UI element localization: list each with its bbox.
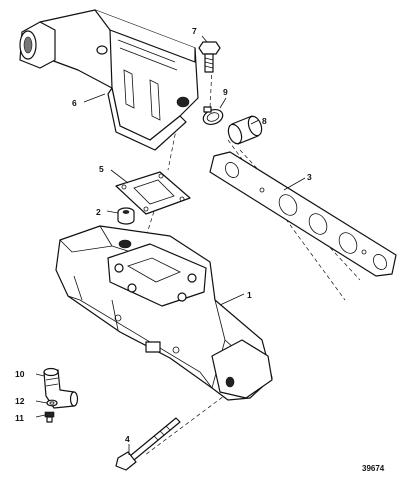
callout-1: 1 [247, 290, 252, 300]
elbow-riser-part [19, 9, 199, 151]
hose-clamp-part [202, 106, 224, 126]
small-screw-part [44, 411, 55, 423]
callout-10: 10 [15, 369, 25, 379]
callout-11: 11 [15, 413, 24, 423]
figure-number: 39674 [362, 464, 385, 473]
callout-6: 6 [72, 98, 77, 108]
washer-part [46, 399, 58, 407]
callout-4: 4 [125, 434, 130, 444]
leader-lines [35, 35, 306, 455]
callout-labels: 1 2 3 4 5 6 7 8 9 10 11 12 [15, 26, 312, 444]
callout-5: 5 [99, 164, 104, 174]
manifold-gasket-part [209, 151, 397, 277]
callout-9: 9 [223, 87, 228, 97]
elbow-bolt-part [198, 41, 221, 73]
elbow-fitting-part [43, 367, 79, 409]
callout-8: 8 [262, 116, 267, 126]
manifold-bolt-part [115, 417, 181, 471]
hose-sleeve-part [227, 115, 263, 145]
callout-7: 7 [192, 26, 197, 36]
callout-2: 2 [96, 207, 101, 217]
pipe-plug-part [117, 207, 135, 225]
callout-3: 3 [307, 172, 312, 182]
riser-gasket-part [115, 171, 191, 215]
callout-12: 12 [15, 396, 25, 406]
exhaust-manifold-part [55, 225, 273, 401]
